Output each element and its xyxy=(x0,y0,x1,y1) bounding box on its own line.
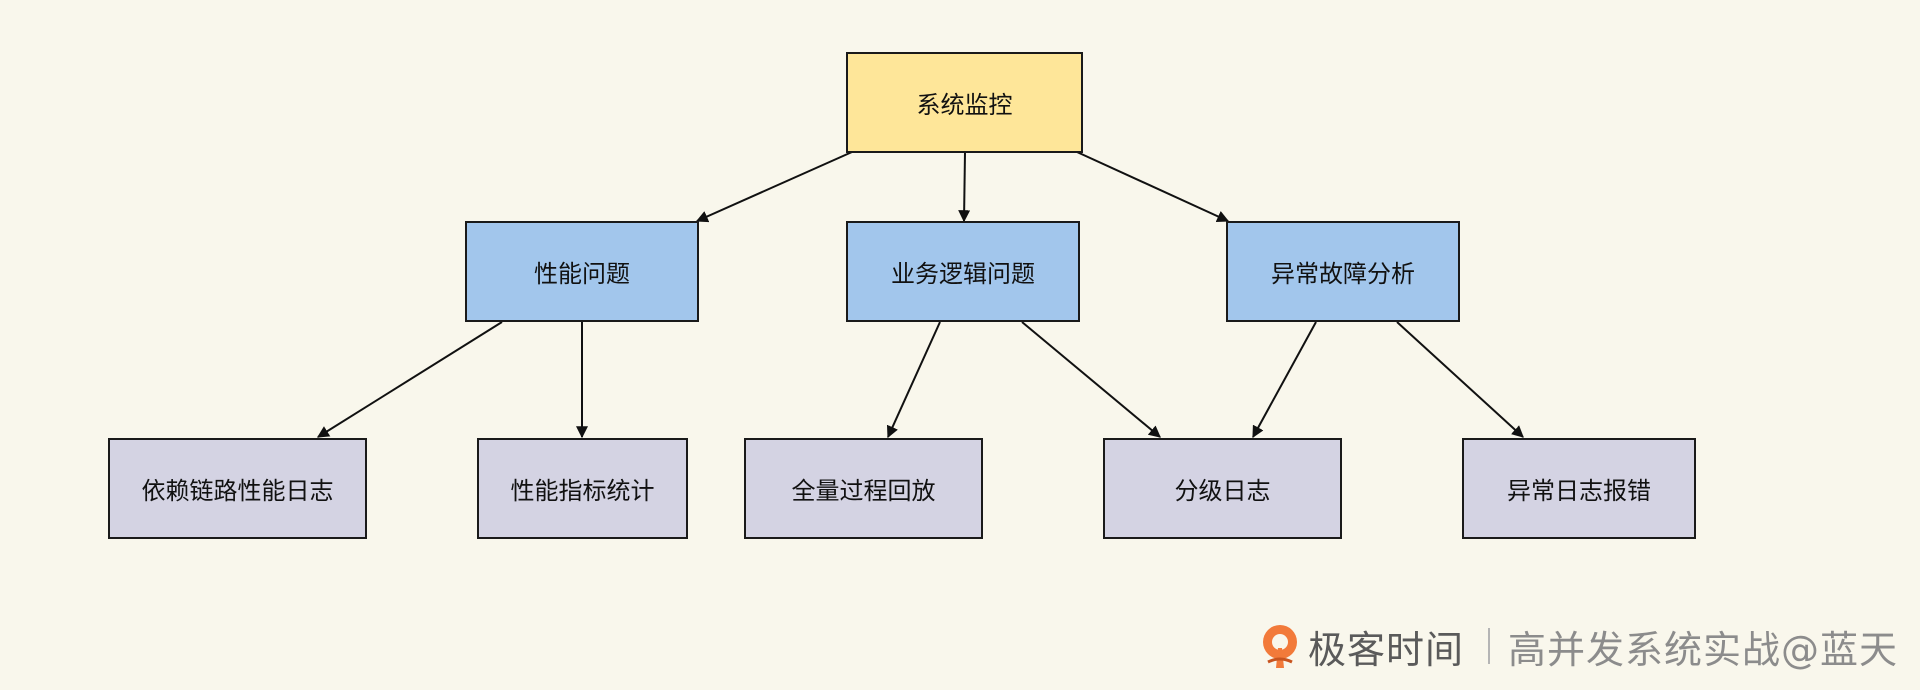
watermark-divider xyxy=(1487,628,1490,664)
edge-root-to-biz xyxy=(958,151,971,223)
watermark: 极客时间 高并发系统实战@蓝天 xyxy=(1258,620,1898,672)
node-label: 系统监控 xyxy=(916,91,1013,119)
edge-biz-to-tiered-log xyxy=(1021,321,1161,438)
node-label: 分级日志 xyxy=(1174,477,1271,505)
edge-fault-to-tiered-log xyxy=(1252,321,1317,439)
node-performance-issues: 性能问题 xyxy=(465,221,699,322)
node-performance-metrics: 性能指标统计 xyxy=(477,438,688,539)
node-system-monitoring: 系统监控 xyxy=(846,52,1083,153)
node-label: 异常故障分析 xyxy=(1271,260,1415,288)
edge-root-to-fault xyxy=(1076,151,1230,222)
edge-biz-to-replay xyxy=(886,321,941,439)
node-tiered-log: 分级日志 xyxy=(1103,438,1342,539)
node-label: 全量过程回放 xyxy=(791,477,936,505)
node-label: 性能指标统计 xyxy=(510,477,655,505)
brand-name: 极客时间 xyxy=(1307,627,1464,672)
node-full-process-replay: 全量过程回放 xyxy=(744,438,983,539)
node-dependency-trace-log: 依赖链路性能日志 xyxy=(108,438,367,539)
node-label: 性能问题 xyxy=(534,260,630,288)
node-fault-analysis: 异常故障分析 xyxy=(1226,221,1460,322)
node-business-logic-issues: 业务逻辑问题 xyxy=(846,221,1080,322)
node-label: 异常日志报错 xyxy=(1507,477,1651,505)
edge-fault-to-error-log xyxy=(1396,321,1524,438)
course-title: 高并发系统实战@蓝天 xyxy=(1507,627,1898,672)
node-label: 业务逻辑问题 xyxy=(891,260,1035,288)
edge-perf-to-dependency-log xyxy=(316,321,503,438)
node-label: 依赖链路性能日志 xyxy=(141,477,334,505)
node-error-log-report: 异常日志报错 xyxy=(1462,438,1696,539)
edge-root-to-perf xyxy=(695,151,853,223)
geektime-logo-icon xyxy=(1262,625,1297,668)
